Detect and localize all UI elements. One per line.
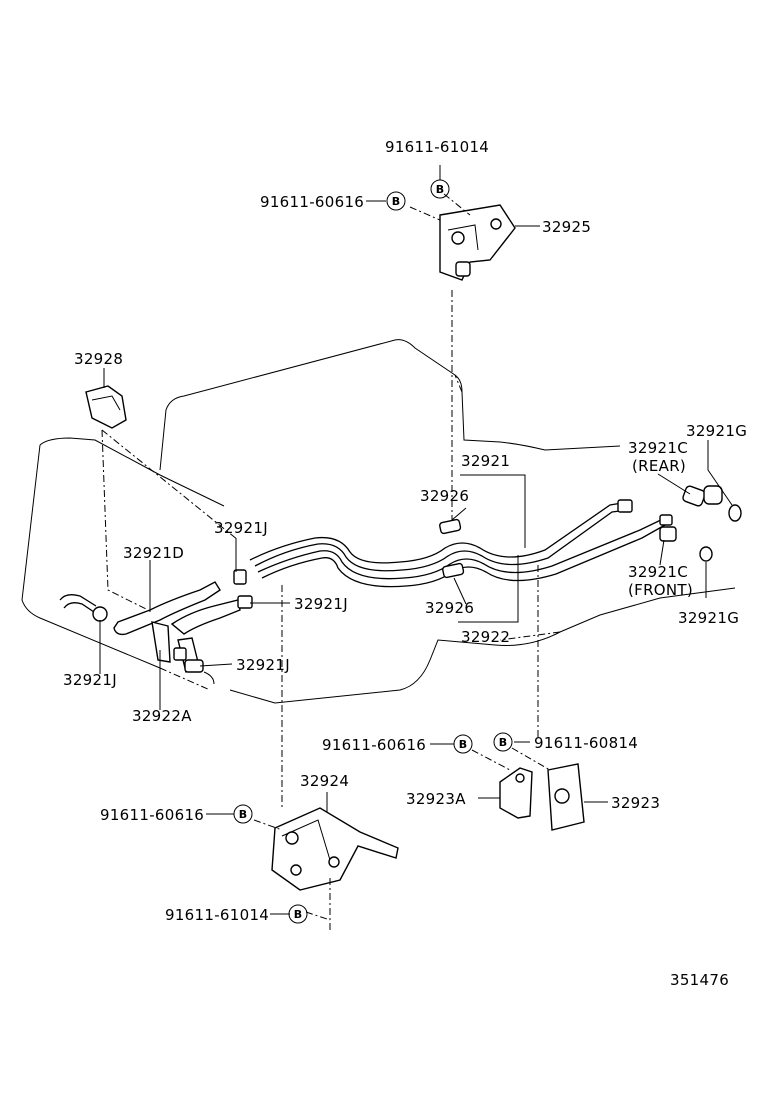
- pipe-fittings-right: [617, 485, 742, 562]
- label-32925: 32925: [542, 218, 591, 236]
- left-hose-assembly: [59, 569, 253, 685]
- label-32923: 32923: [611, 794, 660, 812]
- label-32921C-front: 32921C: [628, 563, 688, 581]
- label-91611-60616-low: 91611-60616: [100, 806, 204, 824]
- label-32922A: 32922A: [132, 707, 192, 725]
- svg-text:B: B: [459, 738, 467, 751]
- label-32921D: 32921D: [123, 544, 184, 562]
- bracket-32923A: [499, 767, 533, 819]
- svg-text:B: B: [392, 195, 400, 208]
- clip-32928: [85, 385, 127, 429]
- body-outline: [21, 339, 736, 704]
- label-rear: (REAR): [632, 457, 686, 475]
- label-32921J-d: 32921J: [63, 671, 117, 689]
- label-32921G-top: 32921G: [686, 422, 747, 440]
- svg-text:B: B: [239, 808, 247, 821]
- label-32926-top: 32926: [420, 487, 469, 505]
- bracket-32924: [271, 807, 399, 891]
- svg-text:B: B: [499, 736, 507, 749]
- reference-lines: [101, 193, 551, 930]
- bracket-32923: [547, 763, 585, 831]
- bracket-32925: [439, 204, 516, 281]
- bolt-marker-low-1: B: [233, 804, 253, 824]
- bolt-marker-top-2: B: [386, 191, 406, 211]
- label-32928: 32928: [74, 350, 123, 368]
- label-32921G-bottom: 32921G: [678, 609, 739, 627]
- label-32921J-a: 32921J: [214, 519, 268, 537]
- svg-text:B: B: [436, 183, 444, 196]
- bolt-marker-low-2: B: [288, 904, 308, 924]
- label-32926-bottom: 32926: [425, 599, 474, 617]
- bolt-marker-mid-2: B: [493, 732, 513, 752]
- illustration-number: 351476: [670, 971, 729, 989]
- label-32921J-c: 32921J: [236, 656, 290, 674]
- label-32921J-b: 32921J: [294, 595, 348, 613]
- leader-lines: [99, 165, 733, 915]
- label-32924: 32924: [300, 772, 349, 790]
- label-32921: 32921: [461, 452, 510, 470]
- label-91611-60616-mid: 91611-60616: [322, 736, 426, 754]
- label-91611-61014-low: 91611-61014: [165, 906, 269, 924]
- label-32923A: 32923A: [406, 790, 466, 808]
- bolt-marker-top-1: B: [430, 179, 450, 199]
- spacers-32926: [439, 518, 465, 579]
- svg-text:B: B: [294, 908, 302, 921]
- label-32921C-rear: 32921C: [628, 439, 688, 457]
- fuel-pipes-32921: [249, 501, 666, 588]
- label-91611-60616-top: 91611-60616: [260, 193, 364, 211]
- label-front: (FRONT): [628, 581, 693, 599]
- label-32922: 32922: [461, 628, 510, 646]
- label-91611-61014-top: 91611-61014: [385, 138, 489, 156]
- bolt-marker-mid-1: B: [453, 734, 473, 754]
- label-91611-60814: 91611-60814: [534, 734, 638, 752]
